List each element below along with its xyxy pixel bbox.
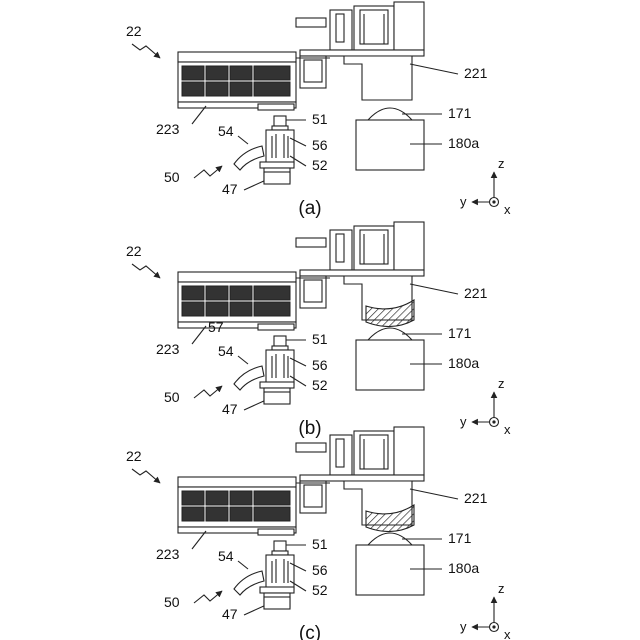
label-part-171: 171 xyxy=(448,530,472,546)
label-part-47: 47 xyxy=(222,606,238,622)
axis-label-x: x xyxy=(504,627,511,640)
label-part-171: 171 xyxy=(448,325,472,341)
label-part-221: 221 xyxy=(464,285,488,301)
coordinate-axes xyxy=(472,172,499,207)
label-part-50: 50 xyxy=(164,169,180,185)
axis-label-x: x xyxy=(504,202,511,217)
panel-0: 22 221 223 51 171 54 56 180a 50 52 47 (a) z y x xyxy=(126,2,511,219)
axis-label-y: y xyxy=(460,194,467,209)
label-module: 22 xyxy=(126,23,142,39)
wiper-stage-180a xyxy=(356,340,424,390)
label-part-56: 56 xyxy=(312,562,328,578)
label-part-52: 52 xyxy=(312,377,328,393)
label-part-56: 56 xyxy=(312,357,328,373)
label-part-52: 52 xyxy=(312,157,328,173)
panel-1: 22 221 223 57 51 171 54 56 180a 50 52 47 (b) z y x xyxy=(126,222,511,439)
label-module: 22 xyxy=(126,243,142,259)
label-part-52: 52 xyxy=(312,582,328,598)
label-part-180a: 180a xyxy=(448,355,479,371)
axis-label-z: z xyxy=(498,156,505,171)
label-part-223: 223 xyxy=(156,546,180,562)
label-part-221: 221 xyxy=(464,65,488,81)
label-part-180a: 180a xyxy=(448,135,479,151)
panel-caption: (b) xyxy=(298,418,321,439)
label-part-50: 50 xyxy=(164,594,180,610)
axis-label-y: y xyxy=(460,619,467,634)
label-part-51: 51 xyxy=(312,111,328,127)
panel-caption: (c) xyxy=(299,623,321,640)
base-47 xyxy=(264,392,290,404)
axis-label-y: y xyxy=(460,414,467,429)
carriage-assembly xyxy=(296,222,424,276)
label-part-54: 54 xyxy=(218,548,234,564)
axis-label-x: x xyxy=(504,422,511,437)
label-part-223: 223 xyxy=(156,121,180,137)
label-part-54: 54 xyxy=(218,343,234,359)
label-part-57: 57 xyxy=(208,319,224,335)
label-part-56: 56 xyxy=(312,137,328,153)
panel-2: 22 221 223 51 171 54 56 180a 50 52 47 (c) z y x xyxy=(126,427,511,640)
label-part-221: 221 xyxy=(464,490,488,506)
wiper-stage-180a xyxy=(356,545,424,595)
label-part-54: 54 xyxy=(218,123,234,139)
label-part-51: 51 xyxy=(312,331,328,347)
axis-label-z: z xyxy=(498,581,505,596)
cartridge-unit xyxy=(178,52,330,110)
coordinate-axes xyxy=(472,597,499,632)
cartridge-unit xyxy=(178,272,330,330)
label-part-50: 50 xyxy=(164,389,180,405)
axis-label-z: z xyxy=(498,376,505,391)
cartridge-unit xyxy=(178,477,330,535)
label-part-180a: 180a xyxy=(448,560,479,576)
label-module: 22 xyxy=(126,448,142,464)
base-47 xyxy=(264,597,290,609)
cap-holder-221 xyxy=(344,56,412,100)
coordinate-axes xyxy=(472,392,499,427)
label-part-47: 47 xyxy=(222,181,238,197)
base-47 xyxy=(264,172,290,184)
label-part-223: 223 xyxy=(156,341,180,357)
label-part-171: 171 xyxy=(448,105,472,121)
label-part-51: 51 xyxy=(312,536,328,552)
panel-caption: (a) xyxy=(298,198,321,219)
label-part-47: 47 xyxy=(222,401,238,417)
carriage-assembly xyxy=(296,2,424,56)
wiper-stage-180a xyxy=(356,120,424,170)
